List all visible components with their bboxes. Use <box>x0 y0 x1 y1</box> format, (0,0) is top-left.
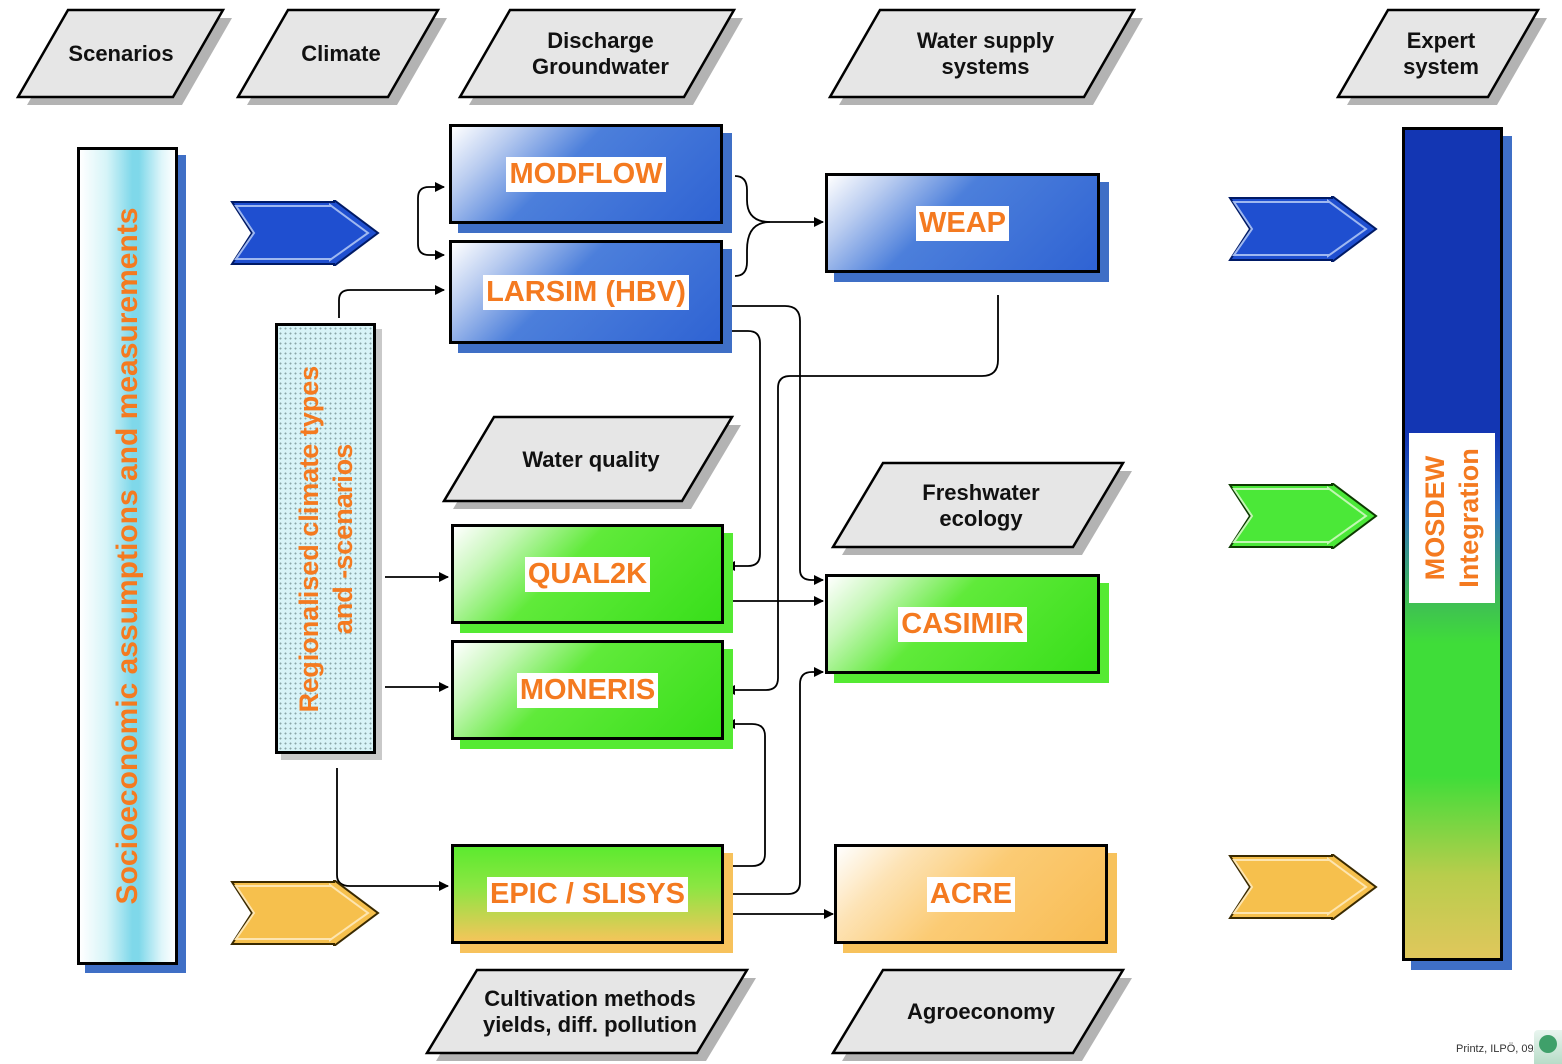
link-larsim-casimir <box>726 305 824 585</box>
output-arrow-orange <box>1228 854 1378 920</box>
output-arrow-blue <box>1228 196 1378 262</box>
header-water-quality: Water quality <box>441 415 742 509</box>
institute-logo <box>1534 1030 1562 1064</box>
model-casimir: CASIMIR <box>825 574 1100 674</box>
model-larsim: LARSIM (HBV) <box>449 240 723 344</box>
model-epic-slisys-label: EPIC / SLISYS <box>487 876 688 912</box>
header-agroeconomy-text: Agroeconomy <box>907 999 1055 1024</box>
input-arrow-orange <box>230 880 380 946</box>
model-moneris-label: MONERIS <box>516 672 659 708</box>
input-arrow-blue <box>230 200 380 266</box>
header-agroeconomy-shape <box>830 968 1132 1061</box>
model-casimir-label: CASIMIR <box>898 606 1027 642</box>
model-weap-label: WEAP <box>916 205 1009 241</box>
model-weap: WEAP <box>825 173 1100 273</box>
model-modflow-label: MODFLOW <box>506 156 666 192</box>
logo-leaf-icon <box>1539 1035 1557 1053</box>
socioeconomic-label: Socioeconomic assumptions and measuremen… <box>110 207 144 905</box>
header-scenarios-text: Scenarios <box>68 41 174 66</box>
link-weap-moneris <box>725 295 999 695</box>
output-arrow-green <box>1228 483 1378 549</box>
header-scenarios: Scenarios <box>13 8 233 105</box>
link-epic-casimir <box>726 667 824 895</box>
header-water-supply-shape <box>827 8 1143 105</box>
link-larsim-weap <box>734 221 771 277</box>
link-regional-larsim <box>338 285 445 318</box>
footer-credit: Printz, ILPÖ, 09/05 <box>1456 1043 1549 1055</box>
model-qual2k: QUAL2K <box>451 524 724 624</box>
link-larsim-qual2k <box>725 330 761 571</box>
link-epic-moneris <box>725 719 766 867</box>
header-climate: Climate <box>235 8 448 105</box>
regional-climate-label: Regionalised climate types and -scenario… <box>293 365 358 712</box>
mosdew-integration-label: MOSDEW Integration <box>1420 448 1484 588</box>
header-agroeconomy: Agroeconomy <box>830 968 1133 1061</box>
model-acre: ACRE <box>834 844 1108 944</box>
header-discharge-shape <box>457 8 743 105</box>
header-cultivation-shape <box>424 968 756 1061</box>
socioeconomic-bar: Socioeconomic assumptions and measuremen… <box>77 147 178 965</box>
model-qual2k-label: QUAL2K <box>524 556 651 592</box>
header-freshwater-shape <box>830 461 1132 555</box>
link-modflow-larsim <box>417 182 445 260</box>
header-climate-text: Climate <box>301 41 381 66</box>
regional-climate-bar: Regionalised climate types and -scenario… <box>275 323 376 754</box>
header-climate-shape <box>235 8 447 105</box>
link-modflow-weap <box>734 175 824 227</box>
header-scenarios-shape <box>15 8 232 105</box>
header-water-quality-text: Water quality <box>522 446 660 472</box>
link-regional-epic <box>336 768 449 891</box>
mosdew-integration-label-box: MOSDEW Integration <box>1409 433 1495 603</box>
header-water-quality-shape <box>441 415 741 509</box>
model-epic-slisys: EPIC / SLISYS <box>451 844 724 944</box>
model-modflow: MODFLOW <box>449 124 723 224</box>
model-acre-label: ACRE <box>926 876 1016 912</box>
model-larsim-label: LARSIM (HBV) <box>483 274 689 310</box>
model-moneris: MONERIS <box>451 640 724 740</box>
header-expert-shape <box>1335 8 1547 105</box>
